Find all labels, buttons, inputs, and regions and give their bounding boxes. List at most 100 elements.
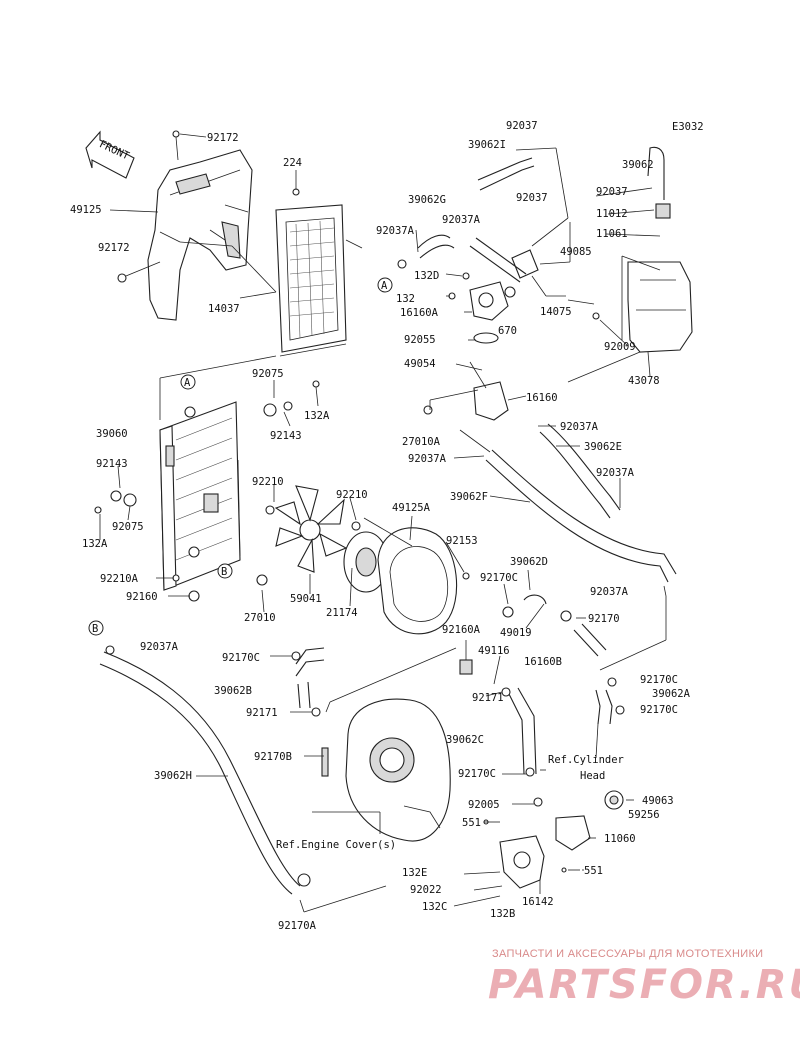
part-label: 49116 bbox=[478, 645, 510, 657]
marker-b-icon: B B bbox=[88, 563, 233, 636]
part-label: 27010A bbox=[402, 436, 441, 448]
part-label: 16142 bbox=[522, 896, 554, 908]
part-label: 92075 bbox=[112, 521, 144, 533]
part-label: 49063 bbox=[642, 795, 674, 807]
part-label: 92170C bbox=[480, 572, 518, 584]
part-label: 92037A bbox=[408, 453, 447, 465]
part-label: 132D bbox=[414, 270, 439, 282]
part-label: 16160 bbox=[526, 392, 558, 404]
part-label: 92009 bbox=[604, 341, 636, 353]
part-label: 39062 bbox=[622, 159, 654, 171]
part-label: 39062I bbox=[468, 139, 506, 151]
part-label: 39062A bbox=[652, 688, 691, 700]
part-label: 92171 bbox=[246, 707, 278, 719]
part-label: 49125 bbox=[70, 204, 102, 216]
part-label: 39062G bbox=[408, 194, 446, 206]
part-label: 39062C bbox=[446, 734, 484, 746]
part-label: 92055 bbox=[404, 334, 436, 346]
engine-cover-drawing bbox=[321, 698, 451, 842]
part-label: 92170C bbox=[640, 704, 678, 716]
part-label: 92171 bbox=[472, 692, 504, 704]
marker-b-label: B bbox=[221, 566, 227, 578]
part-label: 92170C bbox=[458, 768, 496, 780]
part-label: 92075 bbox=[252, 368, 284, 380]
part-label: 11060 bbox=[604, 833, 636, 845]
front-arrow-icon: FRONT bbox=[85, 130, 135, 179]
part-label: 49125A bbox=[392, 502, 431, 514]
part-label: 92170A bbox=[278, 920, 317, 932]
part-label: 92143 bbox=[270, 430, 302, 442]
watermark-logo: PARTSFOR.RU bbox=[488, 962, 800, 1008]
part-label: 224 bbox=[283, 157, 302, 169]
part-label: 92170 bbox=[588, 613, 620, 625]
part-label: 39062D bbox=[510, 556, 548, 568]
part-label: 21174 bbox=[326, 607, 358, 619]
part-label: 132B bbox=[490, 908, 515, 920]
part-label: 11012 bbox=[596, 208, 628, 220]
part-label: 92037A bbox=[596, 467, 635, 479]
part-label: 39062E bbox=[584, 441, 622, 453]
part-labels: 92172 224 49125 92172 14037 92037 39062I… bbox=[70, 120, 691, 932]
part-label: 132A bbox=[304, 410, 330, 422]
part-label: 14037 bbox=[208, 303, 240, 315]
part-label: 16160A bbox=[400, 307, 439, 319]
part-label: 132E bbox=[402, 867, 427, 879]
part-label: 92022 bbox=[410, 884, 442, 896]
part-label: 43078 bbox=[628, 375, 660, 387]
radiator-drawing bbox=[159, 401, 241, 591]
part-label: 92037A bbox=[442, 214, 481, 226]
diagram-code: E3032 bbox=[672, 121, 704, 133]
part-label: 92160A bbox=[442, 624, 481, 636]
ref-cylinder-head-line1: Ref.Cylinder bbox=[548, 754, 624, 766]
part-label: 92172 bbox=[207, 132, 239, 144]
part-label: 49054 bbox=[404, 358, 436, 370]
leader-lines bbox=[99, 133, 667, 913]
part-label: 59256 bbox=[628, 809, 660, 821]
reservoir-tank-drawing bbox=[627, 146, 693, 353]
part-label: 92170C bbox=[222, 652, 260, 664]
shroud-upper-drawing bbox=[147, 149, 253, 321]
ref-cylinder-head-line2: Head bbox=[580, 770, 605, 782]
part-label: 132A bbox=[82, 538, 108, 550]
part-label: 27010 bbox=[244, 612, 276, 624]
fan-motor-drawing bbox=[343, 531, 389, 593]
part-label: 39060 bbox=[96, 428, 128, 440]
part-label: 49019 bbox=[500, 627, 532, 639]
part-label: 551 bbox=[462, 817, 481, 829]
part-label: 92160 bbox=[126, 591, 158, 603]
part-label: 132 bbox=[396, 293, 415, 305]
part-label: 39062F bbox=[450, 491, 488, 503]
marker-a-label-2: A bbox=[381, 280, 388, 292]
part-label: 92005 bbox=[468, 799, 500, 811]
part-label: 551 bbox=[584, 865, 603, 877]
cooling-fan-drawing bbox=[274, 485, 348, 573]
part-label: 49085 bbox=[560, 246, 592, 258]
part-label: 92037A bbox=[376, 225, 415, 237]
hoses-drawing bbox=[99, 157, 677, 895]
part-label: 92037A bbox=[140, 641, 179, 653]
marker-b-label-2: B bbox=[92, 623, 98, 635]
thermostat-housing-drawing bbox=[469, 249, 539, 421]
part-label: 39062B bbox=[214, 685, 252, 697]
part-label: 92170C bbox=[640, 674, 678, 686]
part-label: 92210A bbox=[100, 573, 139, 585]
part-label: 14075 bbox=[540, 306, 572, 318]
part-label: 11061 bbox=[596, 228, 628, 240]
marker-a-label: A bbox=[184, 377, 191, 389]
part-label: 92037 bbox=[516, 192, 548, 204]
part-label: 92153 bbox=[446, 535, 478, 547]
water-pump-drawing bbox=[499, 790, 624, 889]
ref-engine-cover: Ref.Engine Cover(s) bbox=[276, 839, 396, 851]
part-label: 92170B bbox=[254, 751, 292, 763]
part-label: 132C bbox=[422, 901, 447, 913]
fan-shroud-drawing bbox=[377, 527, 458, 635]
part-label: 92037 bbox=[506, 120, 538, 132]
part-label: 92172 bbox=[98, 242, 130, 254]
marker-a-icon: A A bbox=[180, 277, 393, 390]
part-label: 92037A bbox=[560, 421, 599, 433]
part-label: 92037 bbox=[596, 186, 628, 198]
part-label: 670 bbox=[498, 325, 517, 337]
part-label: 92210 bbox=[336, 489, 368, 501]
watermark-tagline: ЗАПЧАСТИ И АКСЕССУАРЫ ДЛЯ МОТОТЕХНИКИ bbox=[492, 948, 764, 960]
